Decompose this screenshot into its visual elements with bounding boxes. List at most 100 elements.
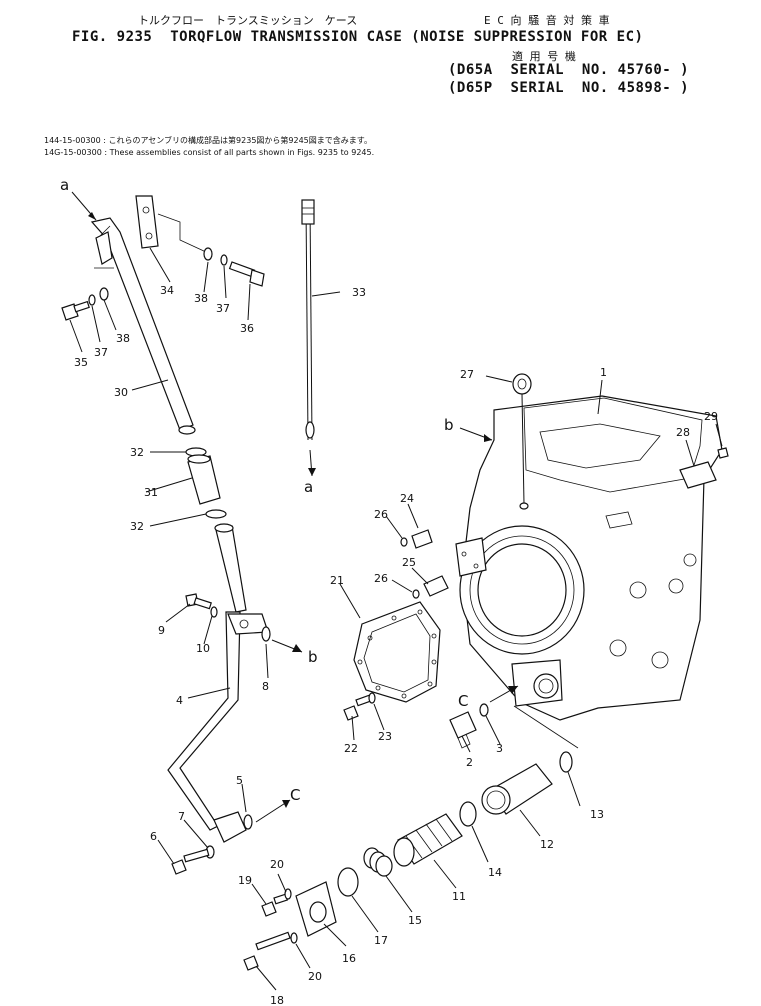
plug-29: [717, 447, 729, 459]
bracket-34: [135, 195, 207, 253]
callout-35: 35: [74, 356, 88, 369]
ref-b-top: b: [444, 416, 454, 434]
leader-lines: [69, 191, 723, 991]
lock-washer-37-left: [88, 294, 96, 306]
callout-30: 30: [114, 386, 128, 399]
callout-32-upper: 32: [130, 446, 144, 459]
assembly-note-japanese: 144-15-00300 : これらのアセンブリの構成部品は第9235図から第9…: [44, 136, 372, 145]
japanese-ec-note: E C 向 騒 音 対 策 車: [484, 14, 610, 27]
callout-38-left: 38: [116, 332, 130, 345]
clamp-32-lower: [205, 509, 227, 519]
callout-23: 23: [378, 730, 392, 743]
callout-4: 4: [176, 694, 183, 707]
callout-6: 6: [150, 830, 157, 843]
callout-21: 21: [330, 574, 344, 587]
callout-38-right: 38: [194, 292, 208, 305]
callout-26-upper: 26: [374, 508, 388, 521]
bolt-36: [228, 261, 265, 287]
callout-15: 15: [408, 914, 422, 927]
plug-25: [423, 575, 449, 597]
callout-20-lower: 20: [308, 970, 322, 983]
callout-36: 36: [240, 322, 254, 335]
ref-a-top: a: [60, 176, 69, 194]
callout-10: 10: [196, 642, 210, 655]
callout-33: 33: [352, 286, 366, 299]
lock-washer-37-right: [220, 254, 228, 266]
bolt-9: [185, 593, 212, 610]
callout-16: 16: [342, 952, 356, 965]
callout-29: 29: [704, 410, 718, 423]
serial-number-d65a: (D65A SERIAL NO. 45760- ): [448, 62, 690, 78]
callout-18: 18: [270, 994, 284, 1006]
bolt-6: [171, 848, 210, 875]
callout-32-lower: 32: [130, 520, 144, 533]
callout-26-lower: 26: [374, 572, 388, 585]
callout-17: 17: [374, 934, 388, 947]
washer-20-upper: [284, 888, 292, 900]
gasket-21: [353, 601, 441, 703]
japanese-title: トルクフロー トランスミッション ケース: [138, 14, 358, 27]
callout-13: 13: [590, 808, 604, 821]
callout-12: 12: [540, 838, 554, 851]
callout-34: 34: [160, 284, 174, 297]
callout-2: 2: [466, 756, 473, 769]
ref-c-upper: C: [458, 692, 468, 710]
o-ring-3: [479, 703, 489, 717]
breather-pipe-30: [90, 217, 196, 435]
callout-20-upper: 20: [270, 858, 284, 871]
case-12: [481, 763, 553, 815]
callout-22: 22: [344, 742, 358, 755]
callout-28: 28: [676, 426, 690, 439]
callout-5: 5: [236, 774, 243, 787]
callout-8: 8: [262, 680, 269, 693]
washer-23: [368, 692, 376, 704]
spring-15: [363, 847, 393, 877]
washer-38-left: [99, 287, 109, 301]
o-ring-13: [559, 751, 573, 773]
washer-10: [210, 606, 218, 618]
eye-bolt-27: [512, 373, 532, 510]
callout-labels: 1 2 3 4 5 6 7 8 9 10 11 12 13 14 15 16 1…: [60, 176, 718, 1006]
o-ring-8: [261, 626, 271, 642]
cover-16: [295, 881, 337, 937]
transmission-case-1: [455, 395, 723, 721]
japanese-applicable-models: 適 用 号 機: [512, 50, 576, 63]
hose-31: [187, 454, 221, 505]
ref-b-bottom: b: [308, 648, 318, 666]
callout-27: 27: [460, 368, 474, 381]
bolt-19: [261, 893, 289, 917]
o-ring-14: [459, 801, 477, 827]
figure-title: FIG. 9235 TORQFLOW TRANSMISSION CASE (NO…: [72, 29, 644, 45]
cover-28: [679, 461, 717, 489]
callout-25: 25: [402, 556, 416, 569]
callout-7: 7: [178, 810, 185, 823]
ref-c-lower: C: [290, 786, 300, 804]
o-ring-26-upper: [400, 537, 408, 547]
assembly-note-english: 14G-15-00300 : These assemblies consist …: [44, 148, 375, 157]
plug-24: [411, 529, 433, 549]
washer-20-lower: [290, 932, 298, 944]
callout-11: 11: [452, 890, 466, 903]
callout-3: 3: [496, 742, 503, 755]
serial-number-d65p: (D65P SERIAL NO. 45898- ): [448, 80, 690, 96]
callout-14: 14: [488, 866, 502, 879]
callout-31: 31: [144, 486, 158, 499]
bolt-22: [343, 694, 372, 721]
callout-37-left: 37: [94, 346, 108, 359]
washer-38-right: [203, 247, 213, 261]
bolt-18: [243, 931, 291, 971]
callout-19: 19: [238, 874, 252, 887]
bolt-35: [61, 300, 90, 321]
callout-9: 9: [158, 624, 165, 637]
callout-37-right: 37: [216, 302, 230, 315]
ref-a-bottom: a: [304, 478, 313, 496]
o-ring-5: [243, 814, 253, 830]
callout-24: 24: [400, 492, 414, 505]
pipe-4: [167, 523, 269, 843]
dipstick-33: [301, 199, 315, 441]
o-ring-26-lower: [412, 589, 420, 599]
element-11: [393, 813, 463, 867]
callout-1: 1: [600, 366, 607, 379]
plug-2: [449, 711, 477, 749]
